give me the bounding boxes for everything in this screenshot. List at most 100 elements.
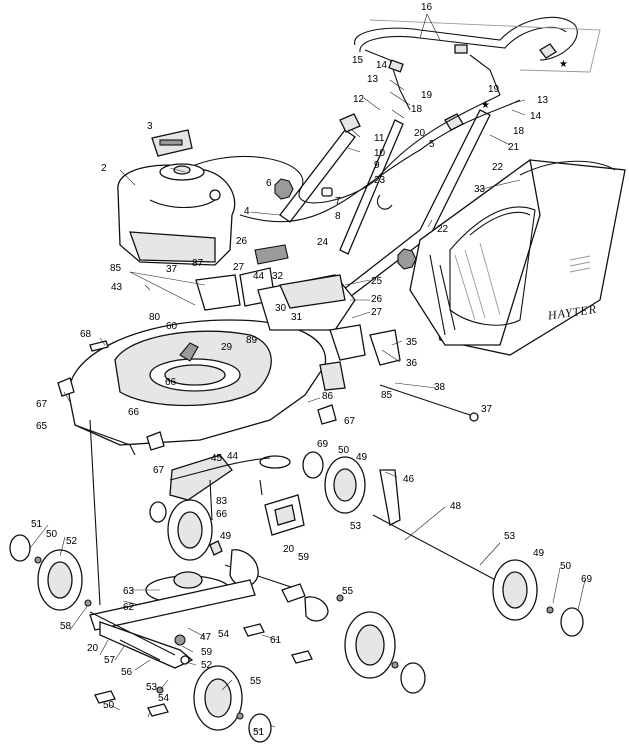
callout: 53: [350, 521, 362, 532]
callout: 20: [283, 544, 295, 555]
callout: 5: [429, 139, 435, 150]
engine: [117, 163, 236, 266]
callout: 46: [403, 474, 415, 485]
callout: 57: [104, 655, 116, 666]
star-symbol-2: ★: [481, 100, 490, 111]
callout: 9: [374, 160, 380, 171]
callout: 21: [508, 142, 520, 153]
callout: 43: [111, 282, 123, 293]
callout: 26: [371, 294, 383, 305]
callout: 19: [421, 90, 433, 101]
callout: 30: [275, 303, 287, 314]
callout: 50: [46, 529, 58, 540]
callout: 32: [272, 271, 284, 282]
callout: 18: [513, 126, 525, 137]
leader-lines: [29, 13, 586, 731]
callout: 66: [165, 377, 177, 388]
callout: 38: [434, 382, 446, 393]
callout: 37: [166, 264, 178, 275]
callout: 87: [192, 258, 204, 269]
lower-handle-bars: [279, 109, 491, 307]
callout: 14: [530, 111, 542, 122]
callout: 69: [317, 439, 329, 450]
callout: 20: [87, 643, 99, 654]
part-callouts: 16 15 14 13 19 18 12 3 11 10 9 2 6 7 8 4…: [31, 2, 593, 738]
callout: 14: [376, 60, 388, 71]
deck-fittings: [195, 244, 479, 422]
callout: 19: [488, 84, 500, 95]
callout: 66: [128, 407, 140, 418]
callout: 8: [335, 211, 341, 222]
mower-deck: [68, 267, 327, 456]
callout: 26: [236, 236, 248, 247]
callout: 53: [146, 682, 158, 693]
callout: 52: [66, 536, 78, 547]
upper-handle: [354, 16, 601, 111]
callout: 67: [36, 399, 48, 410]
callout: 61: [270, 635, 282, 646]
callout: 23: [374, 175, 386, 186]
callout: 24: [317, 237, 329, 248]
callout: 49: [220, 531, 232, 542]
callout: 47: [200, 632, 212, 643]
callout: 6: [266, 178, 272, 189]
callout: 22: [437, 224, 449, 235]
callout: 65: [36, 421, 48, 432]
callout: 7: [335, 196, 341, 207]
callout: 31: [291, 312, 303, 323]
callout: 10: [374, 148, 386, 159]
callout: 44: [227, 451, 239, 462]
callout: 51: [253, 727, 265, 738]
callout: 62: [123, 602, 135, 613]
wheel-bottom-left: [193, 665, 243, 731]
callout: 15: [352, 55, 364, 66]
grass-catcher: HAYTER: [409, 158, 626, 356]
callout: 18: [411, 104, 423, 115]
callout: 27: [371, 307, 383, 318]
deck-clips: [57, 377, 337, 451]
callout: 25: [371, 276, 383, 287]
callout: 50: [560, 561, 572, 572]
callout: 53: [504, 531, 516, 542]
callout: 49: [356, 452, 368, 463]
callout: 51: [31, 519, 43, 530]
control-cables: [174, 94, 521, 223]
callout: 50: [338, 445, 350, 456]
callout: 63: [123, 586, 135, 597]
callout: 3: [147, 121, 153, 132]
callout: 12: [353, 94, 365, 105]
callout: 27: [233, 262, 245, 273]
callout: 44: [253, 271, 265, 282]
callout: 58: [60, 621, 72, 632]
callout: 59: [298, 552, 310, 563]
throttle-knobs: [274, 178, 417, 270]
wheel-caps: [9, 451, 584, 743]
engine-label-plate: [151, 129, 193, 157]
callout: 48: [450, 501, 462, 512]
wheel-rear-right: [492, 559, 538, 621]
callout: 4: [244, 206, 250, 217]
callout: 52: [201, 660, 213, 671]
wheel-rear-left: [37, 549, 83, 611]
wheel-front-left: [167, 499, 213, 561]
callout: 50: [103, 700, 115, 711]
callout: 67: [344, 416, 356, 427]
callout: 35: [406, 337, 418, 348]
callout: 54: [158, 693, 170, 704]
callout: 36: [406, 358, 418, 369]
callout: 69: [581, 574, 593, 585]
blade-assembly: [89, 571, 256, 669]
callout: 56: [121, 667, 133, 678]
callout: 67: [153, 465, 165, 476]
callout: 60: [166, 321, 178, 332]
callout: 68: [80, 329, 92, 340]
wheel-front-right: [324, 456, 366, 514]
callout: 59: [201, 647, 213, 658]
callout: 22: [492, 162, 504, 173]
callout: 13: [537, 95, 549, 106]
callout: 37: [481, 404, 493, 415]
callout: 29: [221, 342, 233, 353]
callout: 86: [322, 391, 334, 402]
callout: 85: [110, 263, 122, 274]
